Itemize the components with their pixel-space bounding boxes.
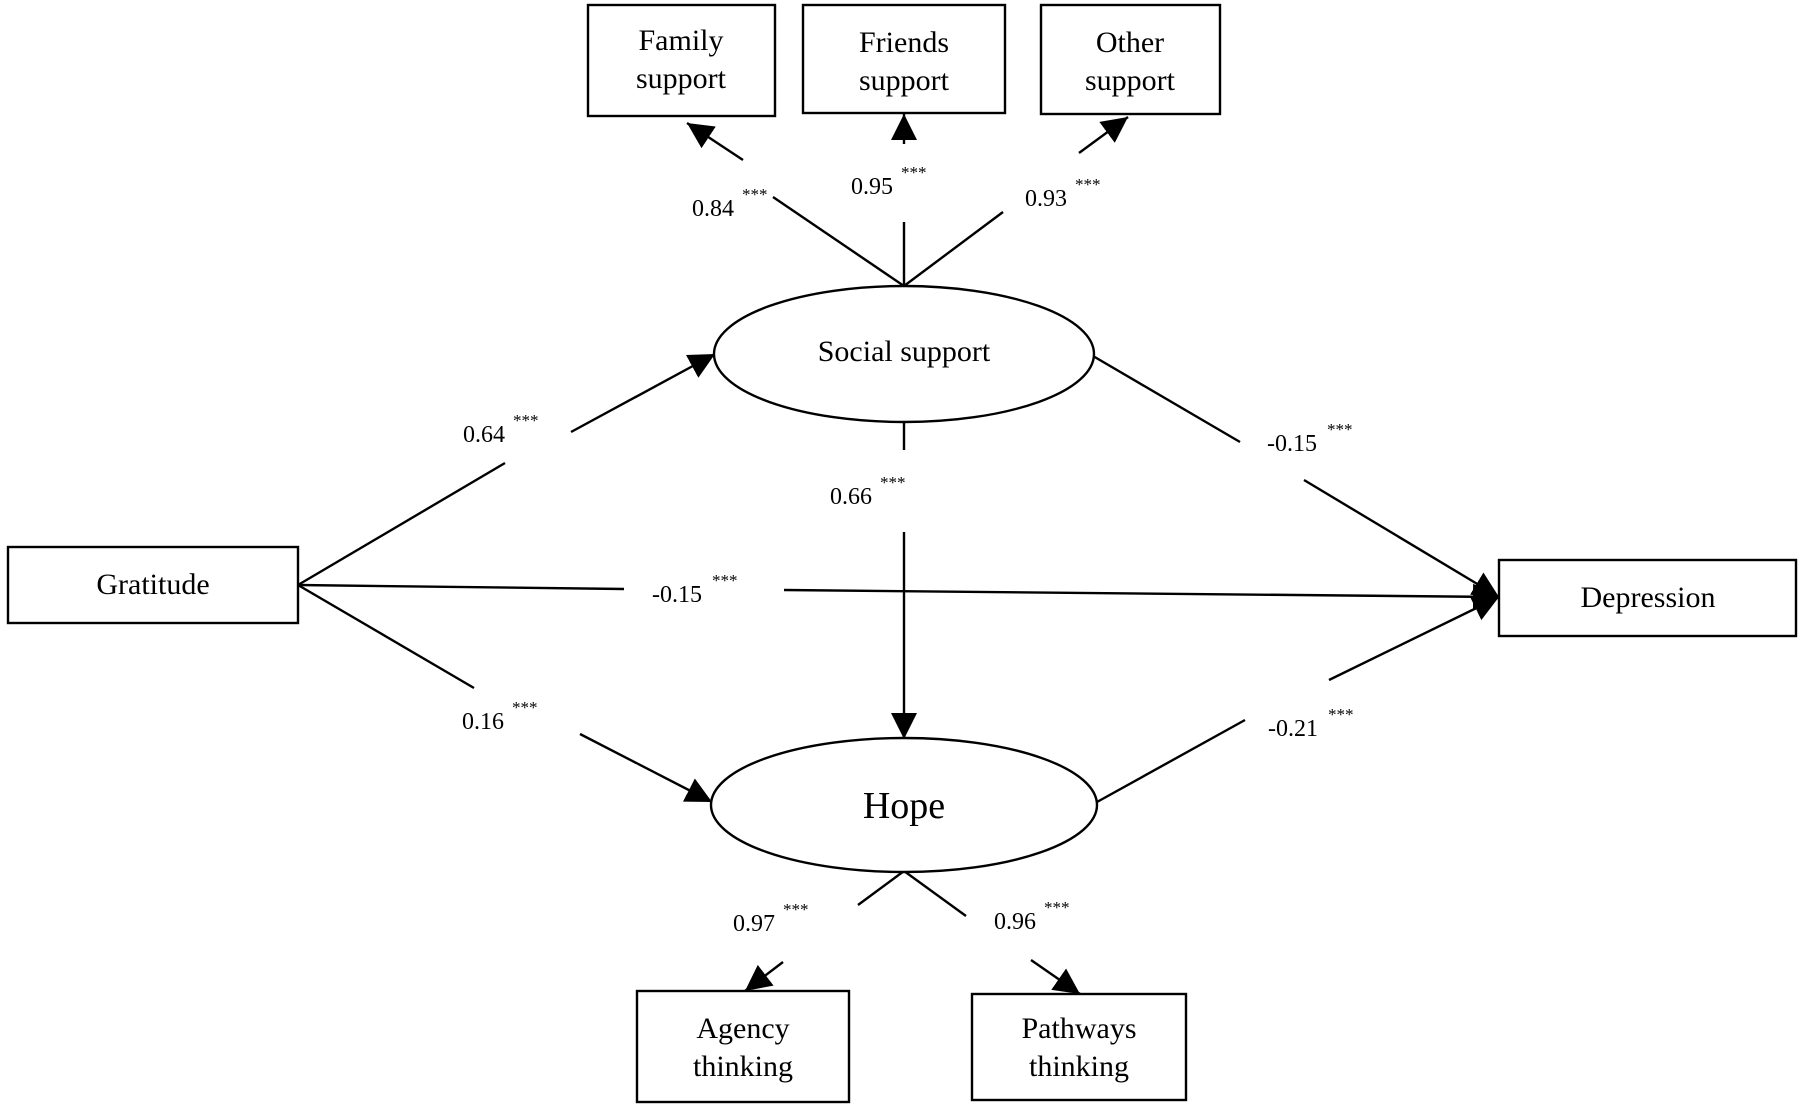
edge-social-to-family <box>686 121 905 287</box>
coef-social-to-depression: -0.15 *** <box>1267 420 1353 457</box>
coef-hope-to-pathways: 0.96 *** <box>994 898 1070 935</box>
node-friends-support: Friends support <box>801 3 1007 115</box>
node-pathways-thinking: Pathways thinking <box>970 992 1188 1102</box>
node-label: thinking <box>1029 1050 1129 1083</box>
node-other-support: Other support <box>1039 3 1222 116</box>
edge-hope-to-agency <box>744 870 905 992</box>
coef-significance: *** <box>1075 175 1101 194</box>
coef-significance: *** <box>513 411 539 430</box>
coef-value: 0.95 <box>851 174 893 200</box>
coef-value: 0.97 <box>733 911 775 937</box>
node-label: Friends <box>859 26 949 59</box>
coef-significance: *** <box>512 698 538 717</box>
coef-value: -0.15 <box>1267 431 1317 457</box>
edge-hope-to-pathways <box>903 870 1081 995</box>
coef-significance: *** <box>880 473 906 492</box>
edge-social-to-depression <box>1092 354 1500 599</box>
node-label: Hope <box>863 785 945 827</box>
node-label: support <box>859 64 950 97</box>
node-label: Social support <box>818 335 991 368</box>
coef-hope-to-agency: 0.97 *** <box>733 900 809 937</box>
edge-gratitude-to-social <box>297 352 716 587</box>
edge-gratitude-to-depression <box>297 583 1500 610</box>
coef-significance: *** <box>742 185 768 204</box>
node-label: Gratitude <box>96 568 209 601</box>
coef-hope-to-depression: -0.21 *** <box>1268 705 1354 742</box>
node-label: thinking <box>693 1050 793 1083</box>
node-social-support: Social support <box>712 284 1096 424</box>
coef-gratitude-to-social: 0.64 *** <box>463 411 539 448</box>
node-family-support: Family support <box>586 3 777 118</box>
coef-social-to-friends: 0.95 *** <box>851 163 927 200</box>
coef-gratitude-to-depression: -0.15 *** <box>652 571 738 608</box>
node-label: Agency <box>696 1012 789 1045</box>
edge-gratitude-to-hope <box>297 583 713 804</box>
coef-value: 0.93 <box>1025 186 1067 212</box>
node-label: support <box>1085 64 1176 97</box>
coef-social-to-other: 0.93 *** <box>1025 175 1101 212</box>
coef-value: 0.66 <box>830 484 872 510</box>
coef-significance: *** <box>783 900 809 919</box>
node-agency-thinking: Agency thinking <box>635 989 851 1104</box>
coef-significance: *** <box>1327 420 1353 439</box>
edge-social-to-other <box>903 116 1129 287</box>
coef-significance: *** <box>712 571 738 590</box>
coef-value: 0.16 <box>462 709 504 735</box>
coef-significance: *** <box>1044 898 1070 917</box>
coef-gratitude-to-hope: 0.16 *** <box>462 698 538 735</box>
node-depression: Depression <box>1497 558 1798 638</box>
coef-value: 0.84 <box>692 196 734 222</box>
coef-significance: *** <box>901 163 927 182</box>
node-gratitude: Gratitude <box>6 545 300 625</box>
node-label: Depression <box>1581 581 1716 614</box>
coef-value: 0.64 <box>463 422 505 448</box>
coef-significance: *** <box>1328 705 1354 724</box>
node-label: Pathways <box>1022 1012 1137 1045</box>
node-label: support <box>636 62 727 95</box>
node-label: Family <box>638 24 723 57</box>
coef-value: -0.15 <box>652 582 702 608</box>
coef-value: -0.21 <box>1268 716 1318 742</box>
edge-hope-to-depression <box>1096 595 1500 804</box>
coef-social-to-hope: 0.66 *** <box>830 473 906 510</box>
node-hope: Hope <box>709 736 1099 874</box>
node-label: Other <box>1096 26 1164 59</box>
coef-value: 0.96 <box>994 909 1036 935</box>
coef-social-to-family: 0.84 *** <box>692 185 768 222</box>
